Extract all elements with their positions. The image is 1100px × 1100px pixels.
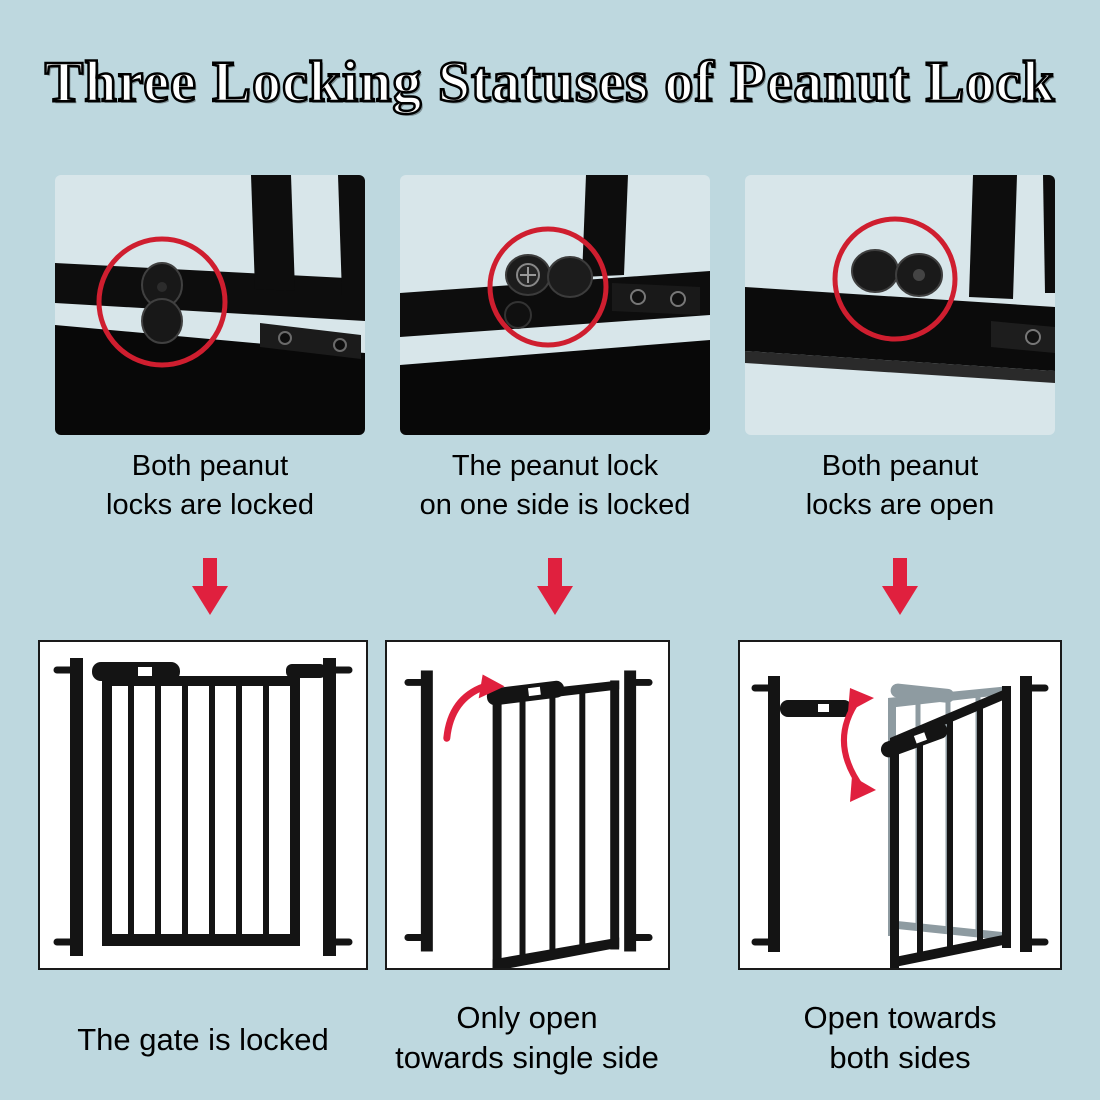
caption-line: towards single side bbox=[395, 1040, 659, 1076]
handle-label bbox=[818, 704, 829, 712]
gate-bar bbox=[209, 686, 215, 934]
latch-piece bbox=[780, 700, 852, 717]
base-plate bbox=[612, 283, 700, 315]
gate-base bbox=[400, 340, 710, 435]
gate-hinge-stile bbox=[1002, 686, 1011, 948]
caption-line: locks are locked bbox=[106, 489, 314, 522]
gate-handle bbox=[880, 722, 948, 758]
gate-post bbox=[1043, 175, 1055, 293]
caption-one-locked: The peanut lock on one side is locked bbox=[385, 447, 725, 525]
handle-label bbox=[138, 667, 152, 676]
caption-line: on one side is locked bbox=[419, 489, 691, 522]
gate-post bbox=[338, 175, 365, 295]
red-down-arrow-icon bbox=[878, 558, 922, 616]
gate-post bbox=[582, 175, 628, 277]
curved-arrow-single bbox=[443, 682, 489, 742]
ghost-gate-handle bbox=[890, 683, 955, 703]
caption-line: Both peanut bbox=[131, 450, 289, 482]
arrowhead bbox=[848, 688, 874, 712]
lock-photo-both-locked bbox=[55, 175, 365, 435]
gate-illustration-both-open bbox=[738, 640, 1062, 970]
gate-bar bbox=[155, 686, 161, 934]
lock-roller bbox=[504, 301, 532, 329]
ghost-gate-bottom-rail bbox=[888, 920, 1002, 940]
caption-line: Open towards bbox=[803, 1000, 997, 1035]
gate-closed-drawing bbox=[53, 658, 353, 956]
caption-line: The peanut lock bbox=[451, 450, 659, 482]
gate-front-stile bbox=[492, 694, 502, 968]
screw-icon bbox=[670, 291, 686, 307]
red-down-arrow-icon bbox=[188, 558, 232, 616]
gate-bar bbox=[236, 686, 242, 934]
wall-post bbox=[768, 676, 780, 952]
peanut-lock-icon bbox=[547, 256, 593, 298]
gate-both-open-drawing bbox=[751, 676, 1049, 968]
wall-post bbox=[70, 658, 83, 956]
caption-line: Only open bbox=[456, 1000, 598, 1035]
gate-bar bbox=[263, 686, 269, 934]
gate-bar bbox=[745, 287, 1055, 371]
gate-handle bbox=[486, 680, 565, 706]
gate-base bbox=[55, 325, 365, 435]
latch-piece bbox=[286, 664, 326, 678]
gate-single-open-drawing bbox=[404, 670, 653, 968]
red-circle-highlight bbox=[487, 226, 609, 348]
gate-front-stile bbox=[890, 738, 899, 968]
caption-open-single: Only open towards single side bbox=[347, 998, 707, 1079]
gate-top-rail bbox=[102, 676, 300, 686]
gate-handle bbox=[92, 662, 180, 681]
red-circle-highlight bbox=[832, 216, 958, 342]
wall-post bbox=[624, 670, 637, 952]
screw-icon bbox=[278, 331, 292, 345]
screw-icon bbox=[1025, 329, 1041, 345]
caption-line: both sides bbox=[829, 1040, 971, 1076]
caption-both-locked: Both peanut locks are locked bbox=[40, 447, 380, 525]
base-plate bbox=[991, 321, 1055, 353]
peanut-lock-icon bbox=[851, 249, 899, 293]
page-title: Three Locking Statuses of Peanut Lock bbox=[43, 48, 1056, 116]
gate-bottom-rail bbox=[492, 937, 620, 968]
gate-illustration-single-open bbox=[385, 640, 670, 970]
caption-line: Both peanut bbox=[821, 450, 979, 482]
screw-icon bbox=[630, 289, 646, 305]
gate-bar bbox=[182, 686, 188, 934]
arrowhead bbox=[850, 776, 876, 802]
caption-line: The gate is locked bbox=[77, 1022, 329, 1057]
wall-post bbox=[1020, 676, 1032, 952]
handle-label bbox=[527, 686, 541, 697]
gate-illustration-locked bbox=[38, 640, 368, 970]
gate-post bbox=[969, 175, 1017, 299]
handle-label bbox=[913, 732, 927, 744]
peanut-lock-icon bbox=[141, 298, 183, 344]
gate-bottom-rail bbox=[102, 934, 300, 946]
arrowhead bbox=[478, 674, 505, 699]
red-down-arrow-icon bbox=[533, 558, 577, 616]
peanut-lock-closeup-1 bbox=[55, 175, 365, 435]
peanut-lock-closeup-3 bbox=[745, 175, 1055, 435]
wall-post bbox=[420, 670, 433, 952]
lock-photo-both-open bbox=[745, 175, 1055, 435]
red-circle-highlight bbox=[96, 236, 228, 368]
caption-line: locks are open bbox=[805, 489, 995, 522]
peanut-lock-closeup-2 bbox=[400, 175, 710, 435]
gate-post bbox=[251, 175, 295, 291]
screw-icon bbox=[333, 338, 347, 352]
wall-post bbox=[323, 658, 336, 956]
gate-hinge-stile bbox=[610, 680, 620, 950]
caption-gate-locked: The gate is locked bbox=[23, 998, 383, 1060]
gate-bar bbox=[128, 686, 134, 934]
caption-open-both: Open towards both sides bbox=[720, 998, 1080, 1079]
caption-both-open: Both peanut locks are open bbox=[730, 447, 1070, 525]
lock-photo-one-locked bbox=[400, 175, 710, 435]
